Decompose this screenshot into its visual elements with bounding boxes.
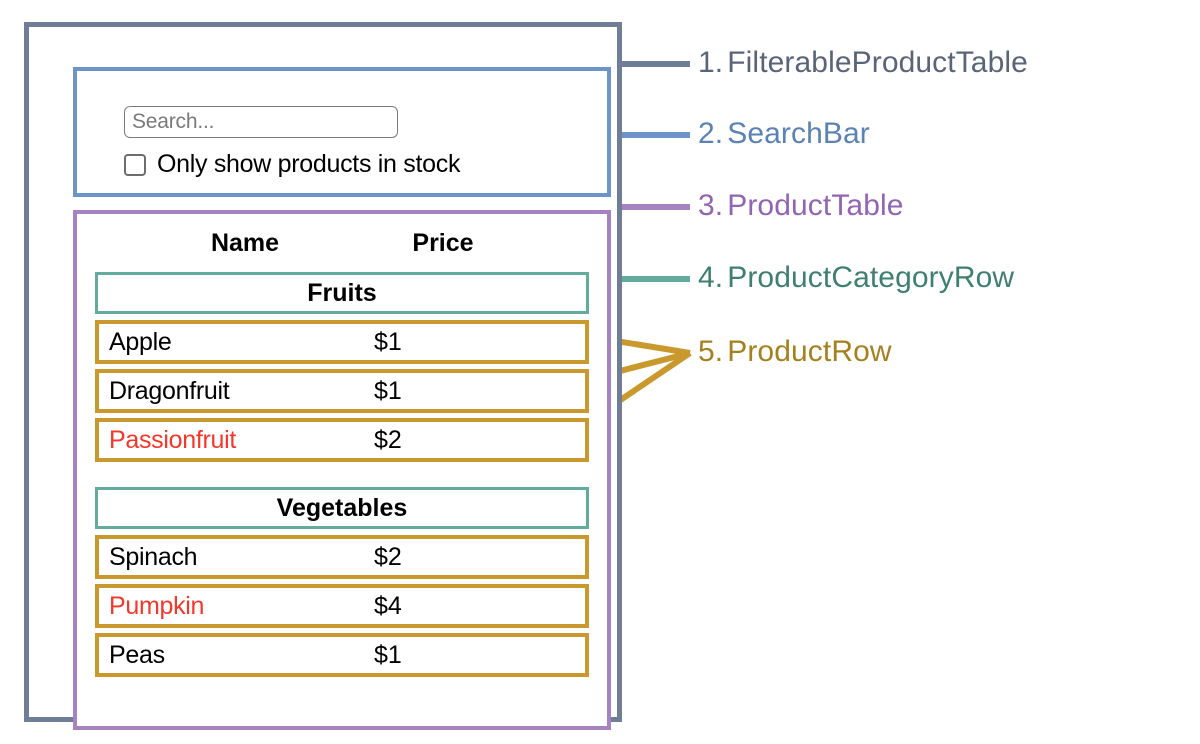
product-name: Passionfruit [109, 425, 237, 454]
product-name: Dragonfruit [109, 376, 230, 405]
product-category-row: Vegetables [95, 487, 589, 529]
product-table-body: Fruits Apple $1 Dragonfruit $1 Passionfr… [77, 272, 607, 682]
product-row: Spinach $2 [95, 535, 589, 579]
product-table-header: Name Price [77, 222, 607, 264]
product-category-label: Vegetables [276, 493, 408, 522]
product-row: Passionfruit $2 [95, 418, 589, 462]
product-price: $1 [374, 327, 402, 356]
product-row: Dragonfruit $1 [95, 369, 589, 413]
column-header-name: Name [210, 228, 280, 257]
product-name: Apple [109, 327, 172, 356]
search-bar: Search... Only show products in stock [73, 67, 611, 197]
in-stock-filter-row[interactable]: Only show products in stock [124, 150, 460, 179]
search-input-placeholder: Search... [132, 110, 215, 133]
product-category-row: Fruits [95, 272, 589, 314]
product-price: $4 [374, 591, 402, 620]
legend-text: ProductTable [727, 189, 904, 222]
product-price: $2 [374, 425, 402, 454]
legend-number: 2. [698, 117, 724, 150]
in-stock-filter-label: Only show products in stock [157, 150, 461, 178]
product-table: Name Price Fruits Apple $1 Dragonfruit $… [73, 210, 611, 730]
product-price: $1 [374, 376, 402, 405]
product-price: $2 [374, 542, 402, 571]
search-input[interactable]: Search... [124, 106, 398, 138]
product-name: Spinach [109, 542, 198, 571]
legend-number: 4. [698, 261, 724, 294]
legend-number: 1. [698, 46, 724, 79]
legend-item-search-bar: 2.SearchBar [698, 117, 870, 151]
product-row: Peas $1 [95, 633, 589, 677]
filterable-product-table: Search... Only show products in stock Na… [24, 22, 622, 730]
product-row: Apple $1 [95, 320, 589, 364]
legend-item-product-row: 5.ProductRow [698, 335, 892, 369]
legend-text: ProductCategoryRow [727, 261, 1015, 294]
checkbox-icon[interactable] [124, 153, 146, 176]
legend-item-filterable-product-table: 1.FilterableProductTable [698, 46, 1028, 80]
product-name: Peas [109, 640, 165, 669]
legend-item-product-category-row: 4.ProductCategoryRow [698, 261, 1014, 295]
column-header-price: Price [412, 228, 474, 257]
legend-item-product-table: 3.ProductTable [698, 189, 904, 223]
group-separator [77, 467, 607, 487]
legend-text: SearchBar [727, 117, 870, 150]
legend-number: 5. [698, 335, 724, 368]
product-row: Pumpkin $4 [95, 584, 589, 628]
product-category-label: Fruits [307, 278, 377, 307]
product-name: Pumpkin [109, 591, 205, 620]
product-price: $1 [374, 640, 402, 669]
legend-text: ProductRow [727, 335, 892, 368]
legend-text: FilterableProductTable [727, 46, 1028, 79]
legend-number: 3. [698, 189, 724, 222]
